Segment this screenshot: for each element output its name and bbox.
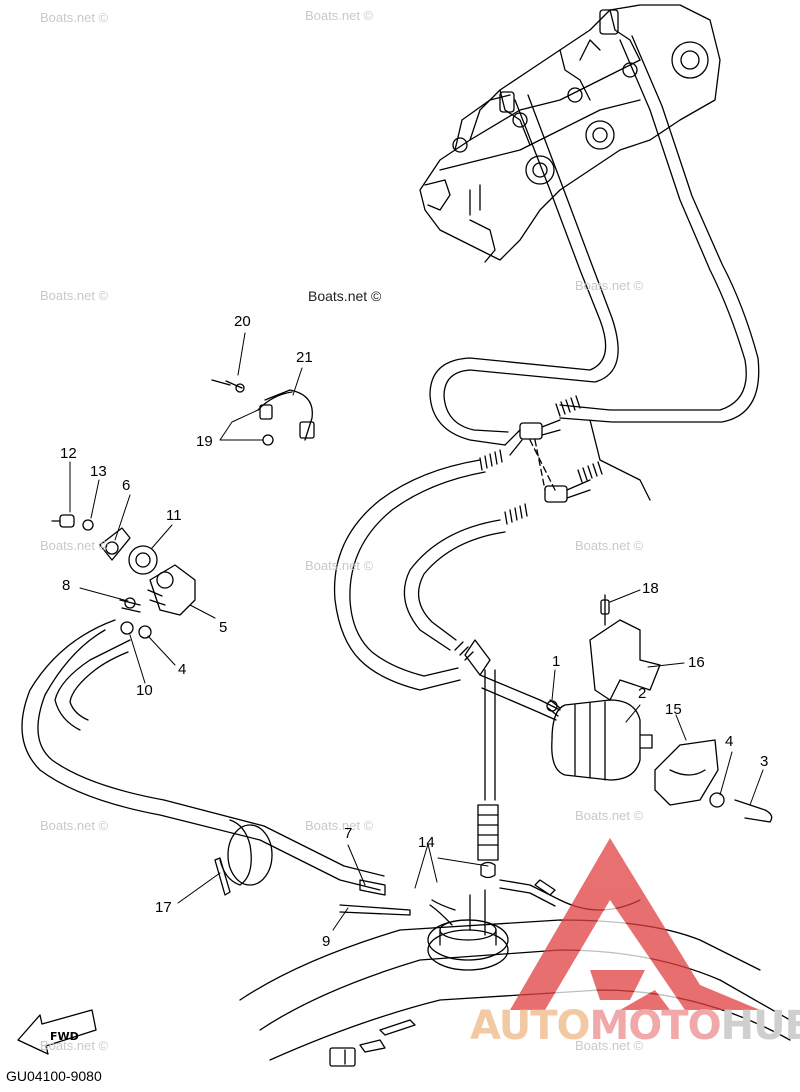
callout-13: 13 — [90, 463, 107, 480]
watermark: Boats.net © — [40, 1038, 109, 1053]
brand-part-hub: HUB — [720, 1003, 800, 1049]
fuel-hose-loops — [333, 419, 651, 801]
callout-21: 21 — [296, 349, 313, 366]
callout-4-right: 4 — [725, 733, 734, 750]
watermark: Boats.net © — [575, 808, 644, 823]
callout-18: 18 — [642, 580, 659, 597]
watermark: Boats.net © — [305, 8, 374, 23]
callout-20: 20 — [234, 313, 251, 330]
callout-8: 8 — [62, 577, 71, 594]
callout-4-left: 4 — [178, 661, 187, 678]
callout-15: 15 — [665, 701, 682, 718]
diagram-code: GU04100-9080 — [6, 1068, 102, 1084]
fwd-arrow-icon: FWD — [17, 1009, 97, 1055]
tee-fittings — [479, 395, 603, 525]
callout-10: 10 — [136, 682, 153, 699]
watermark: Boats.net © — [40, 288, 109, 303]
bracket-16 — [589, 594, 661, 701]
callout-6: 6 — [122, 477, 131, 494]
watermark: Boats.net © — [575, 278, 644, 293]
callout-19: 19 — [196, 433, 213, 450]
callout-9: 9 — [322, 933, 331, 950]
callout-16: 16 — [688, 654, 705, 671]
carburetor-assembly — [419, 4, 721, 263]
callout-11: 11 — [166, 507, 182, 524]
callout-12: 12 — [60, 445, 77, 462]
clamp-bracket-19-21 — [211, 379, 315, 446]
watermark: Boats.net © — [40, 538, 109, 553]
watermark: Boats.net © — [40, 10, 109, 25]
fuel-hose-left — [21, 619, 411, 916]
filter-bracket — [654, 739, 773, 823]
callout-3: 3 — [760, 753, 769, 770]
fuel-filter — [546, 699, 653, 781]
fwd-label: FWD — [50, 1030, 79, 1043]
callout-5: 5 — [219, 619, 228, 636]
watermark: Boats.net © — [575, 538, 644, 553]
fuel-hose-upper — [429, 35, 760, 446]
watermark: Boats.net © — [305, 818, 374, 833]
brand-part-auto: AUTO — [470, 1003, 590, 1049]
watermark: Boats.net © — [575, 1038, 644, 1053]
center-watermark: Boats.net © — [308, 288, 382, 304]
callout-17: 17 — [155, 899, 172, 916]
callout-2: 2 — [638, 685, 647, 702]
automotohub-brand: AUTOMOTOHUB — [470, 1006, 800, 1046]
automotohub-logo-mark — [510, 838, 760, 1010]
brand-part-moto: MOTO — [589, 1003, 722, 1049]
fuel-cock-assembly — [51, 514, 196, 639]
leader-lines — [69, 332, 764, 931]
watermark: Boats.net © — [305, 558, 374, 573]
callout-7: 7 — [344, 825, 353, 842]
watermark: Boats.net © — [40, 818, 109, 833]
callout-1: 1 — [552, 653, 561, 670]
callout-14: 14 — [418, 834, 435, 851]
